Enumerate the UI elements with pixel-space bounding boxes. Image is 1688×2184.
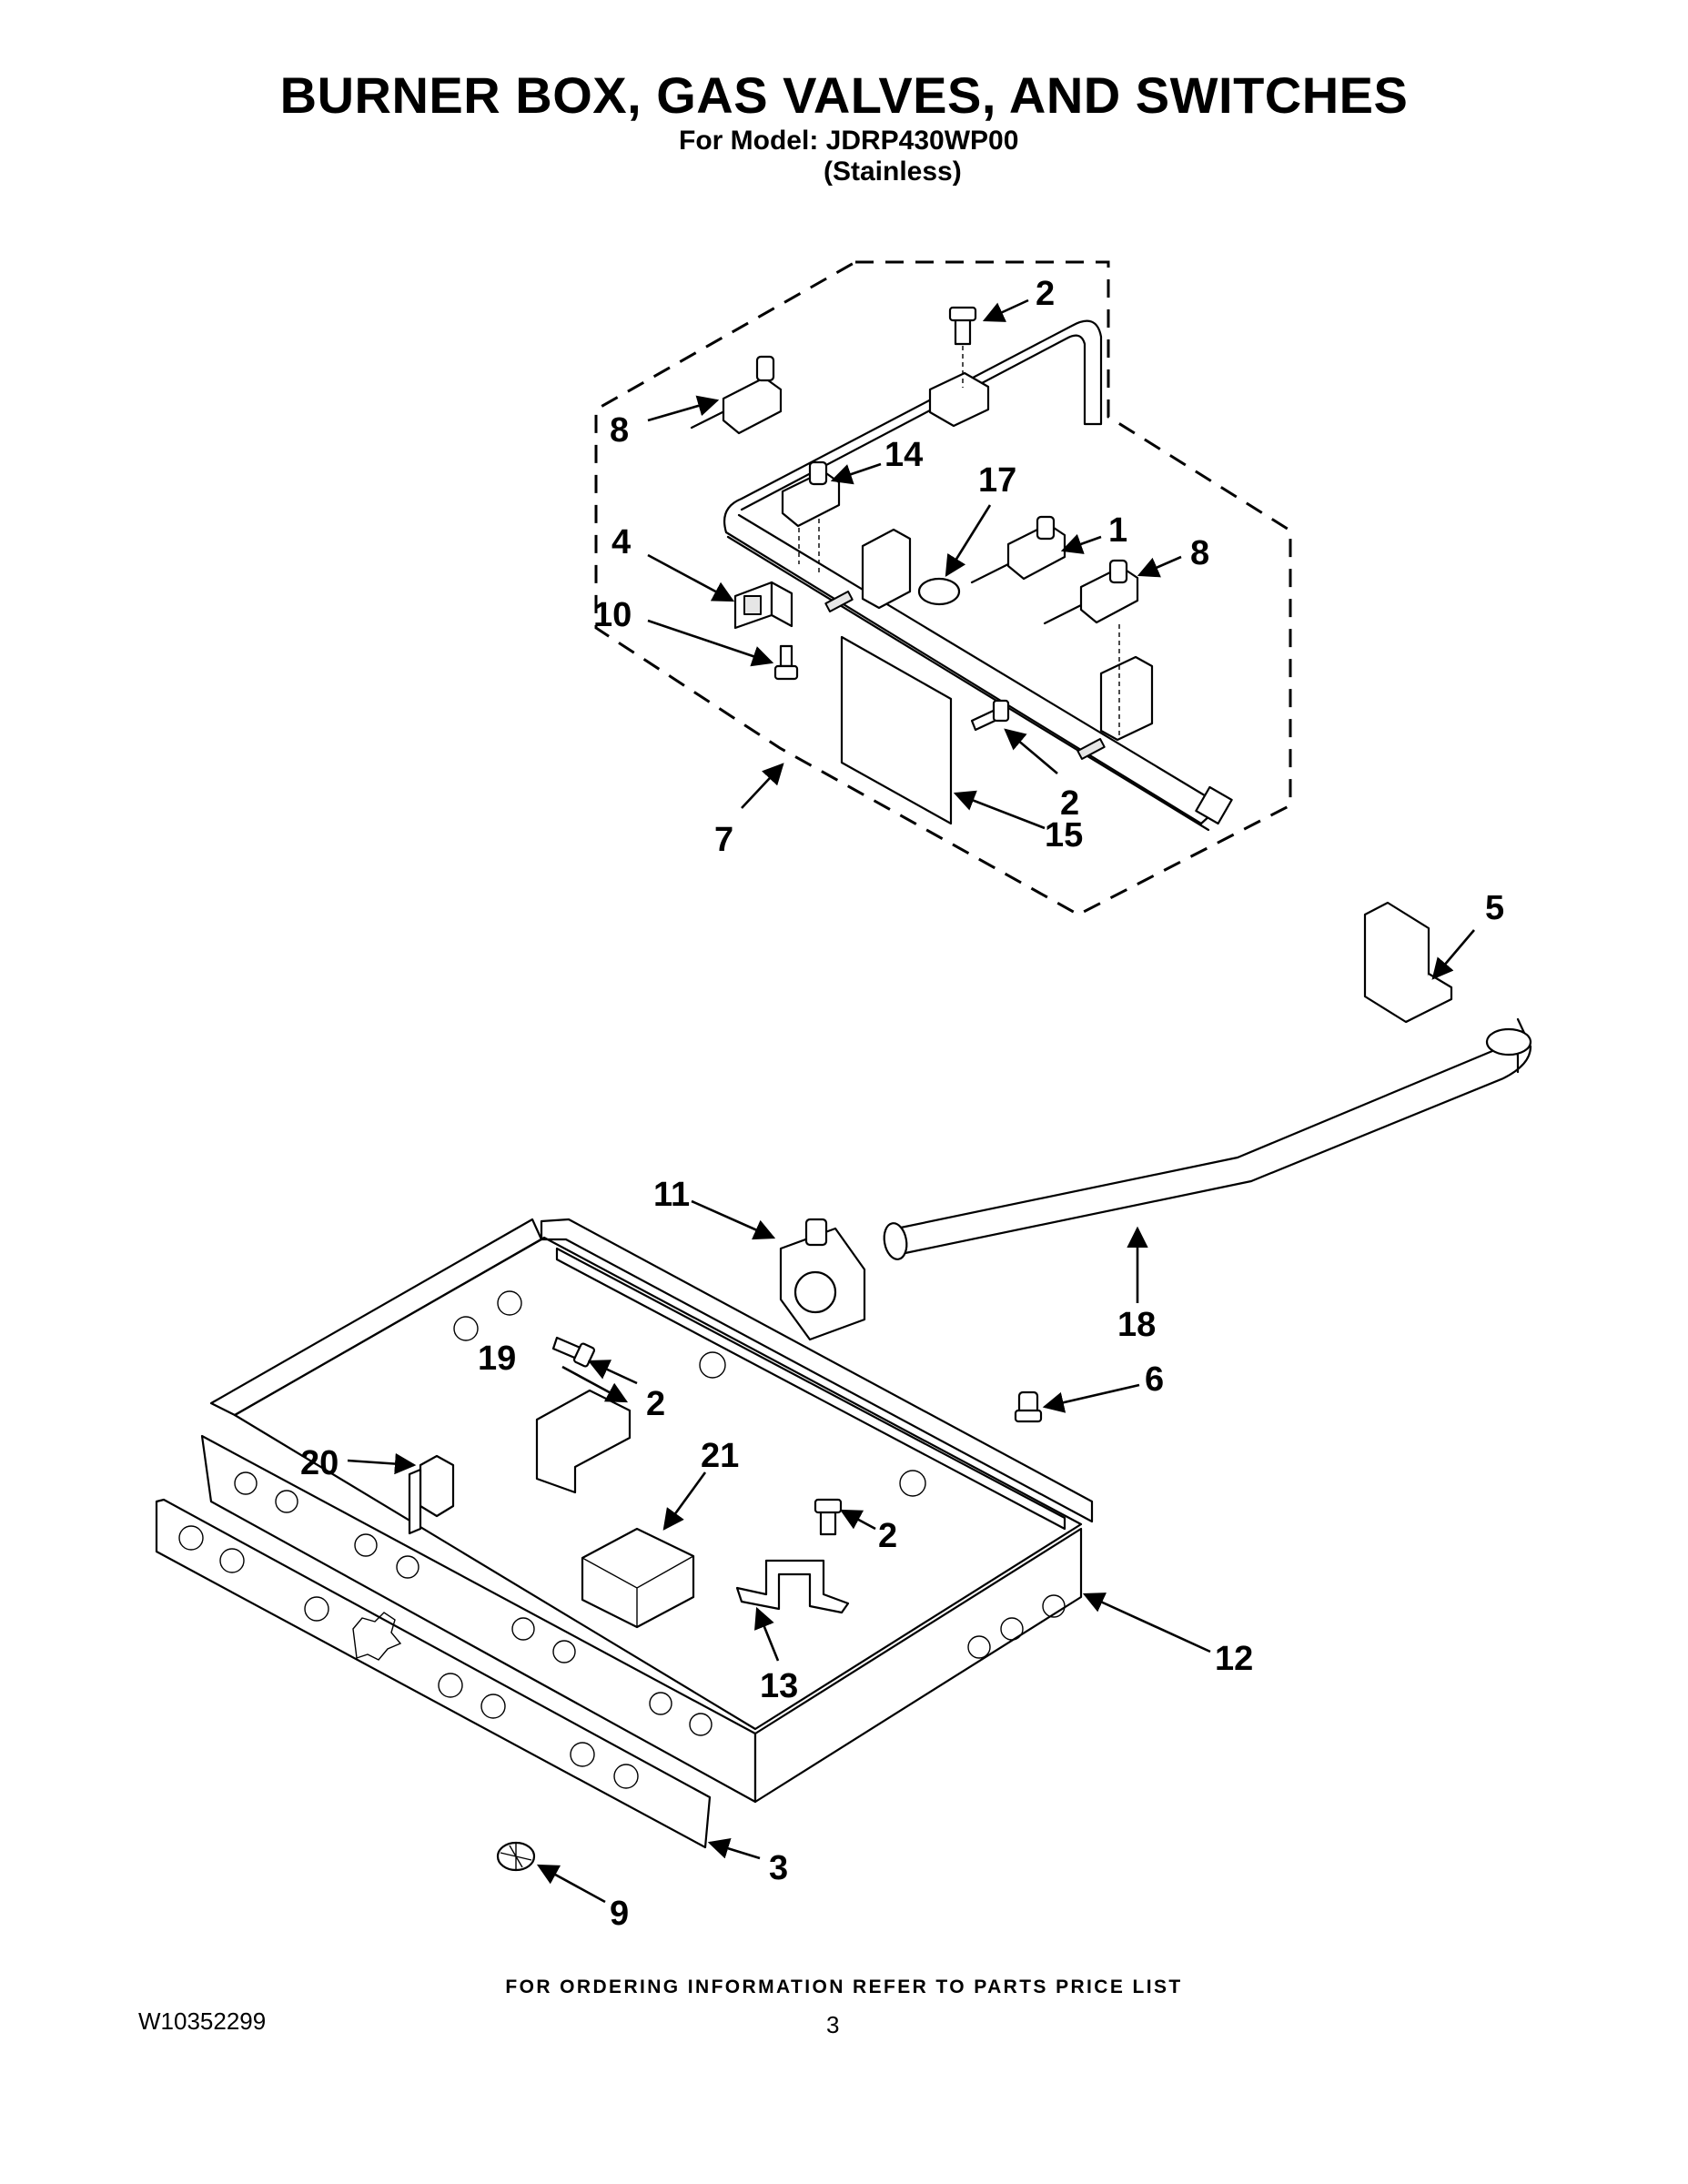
document-number: W10352299	[138, 2007, 267, 2035]
callout-6: 6	[1145, 1360, 1164, 1399]
switch-bracket-icon	[535, 1389, 632, 1494]
gas-tube	[895, 1017, 1532, 1256]
page-title: BURNER BOX, GAS VALVES, AND SWITCHES	[279, 66, 1409, 124]
model-line: For Model: JDRP430WP00	[679, 126, 1019, 156]
subassembly-boundary	[594, 260, 1292, 916]
callout-21: 21	[701, 1437, 739, 1475]
cover-plate-icon	[840, 635, 953, 825]
gas-valve-icon	[690, 355, 783, 435]
manifold-pipe	[740, 319, 1103, 511]
model-variant: (Stainless)	[824, 157, 962, 187]
insulator-disc-icon	[917, 577, 961, 606]
callout-7: 7	[714, 821, 733, 859]
burner-bracket-icon	[735, 1559, 850, 1614]
screw-icon	[814, 1498, 843, 1536]
callout-18: 18	[1117, 1306, 1156, 1344]
callout-2: 2	[878, 1517, 897, 1555]
screw-icon	[773, 644, 799, 681]
screw-icon	[948, 306, 977, 388]
callout-3: 3	[769, 1849, 788, 1887]
callout-5: 5	[1485, 889, 1504, 927]
callout-8: 8	[1190, 534, 1209, 572]
valve-manifold-subassembly	[594, 260, 1292, 916]
leader-lines	[347, 298, 1475, 1904]
callout-19: 19	[478, 1340, 516, 1378]
burner-box	[200, 1218, 1094, 1804]
callout-20: 20	[300, 1444, 339, 1482]
pressure-regulator-icon	[779, 1218, 866, 1341]
page-number: 3	[826, 2011, 840, 2038]
callout-15: 15	[1045, 816, 1083, 854]
callout-12: 12	[1215, 1640, 1253, 1678]
callout-1: 1	[1108, 511, 1127, 550]
spark-module-icon	[419, 1454, 455, 1518]
switch-icon	[733, 581, 793, 630]
callout-2: 2	[1036, 275, 1055, 313]
callout-8: 8	[610, 411, 629, 450]
callout-labels: 1 2 2 2 2 3 4 5 6 7 8 8 9 10 11 12 13 14…	[300, 275, 1504, 1933]
gas-valve-icon	[970, 515, 1066, 584]
screw-icon	[551, 1336, 596, 1368]
front-panel	[155, 1498, 712, 1849]
callout-17: 17	[978, 461, 1016, 500]
gas-valve-icon	[781, 460, 841, 573]
callout-2: 2	[646, 1385, 665, 1423]
callout-13: 13	[760, 1667, 798, 1705]
callout-9: 9	[610, 1895, 629, 1933]
callout-14: 14	[884, 436, 923, 474]
knob-icon	[496, 1841, 536, 1872]
callout-4: 4	[612, 523, 631, 561]
screw-icon	[970, 699, 1010, 732]
fitting-icon	[1014, 1390, 1043, 1423]
gas-valve-icon	[1043, 559, 1139, 737]
callout-10: 10	[593, 596, 632, 634]
callout-11: 11	[653, 1176, 690, 1214]
switch-cover-icon	[581, 1527, 695, 1629]
ordering-note: FOR ORDERING INFORMATION REFER TO PARTS …	[505, 1977, 1183, 1997]
callout-2: 2	[1060, 784, 1079, 823]
manifold-bracket	[928, 371, 990, 428]
